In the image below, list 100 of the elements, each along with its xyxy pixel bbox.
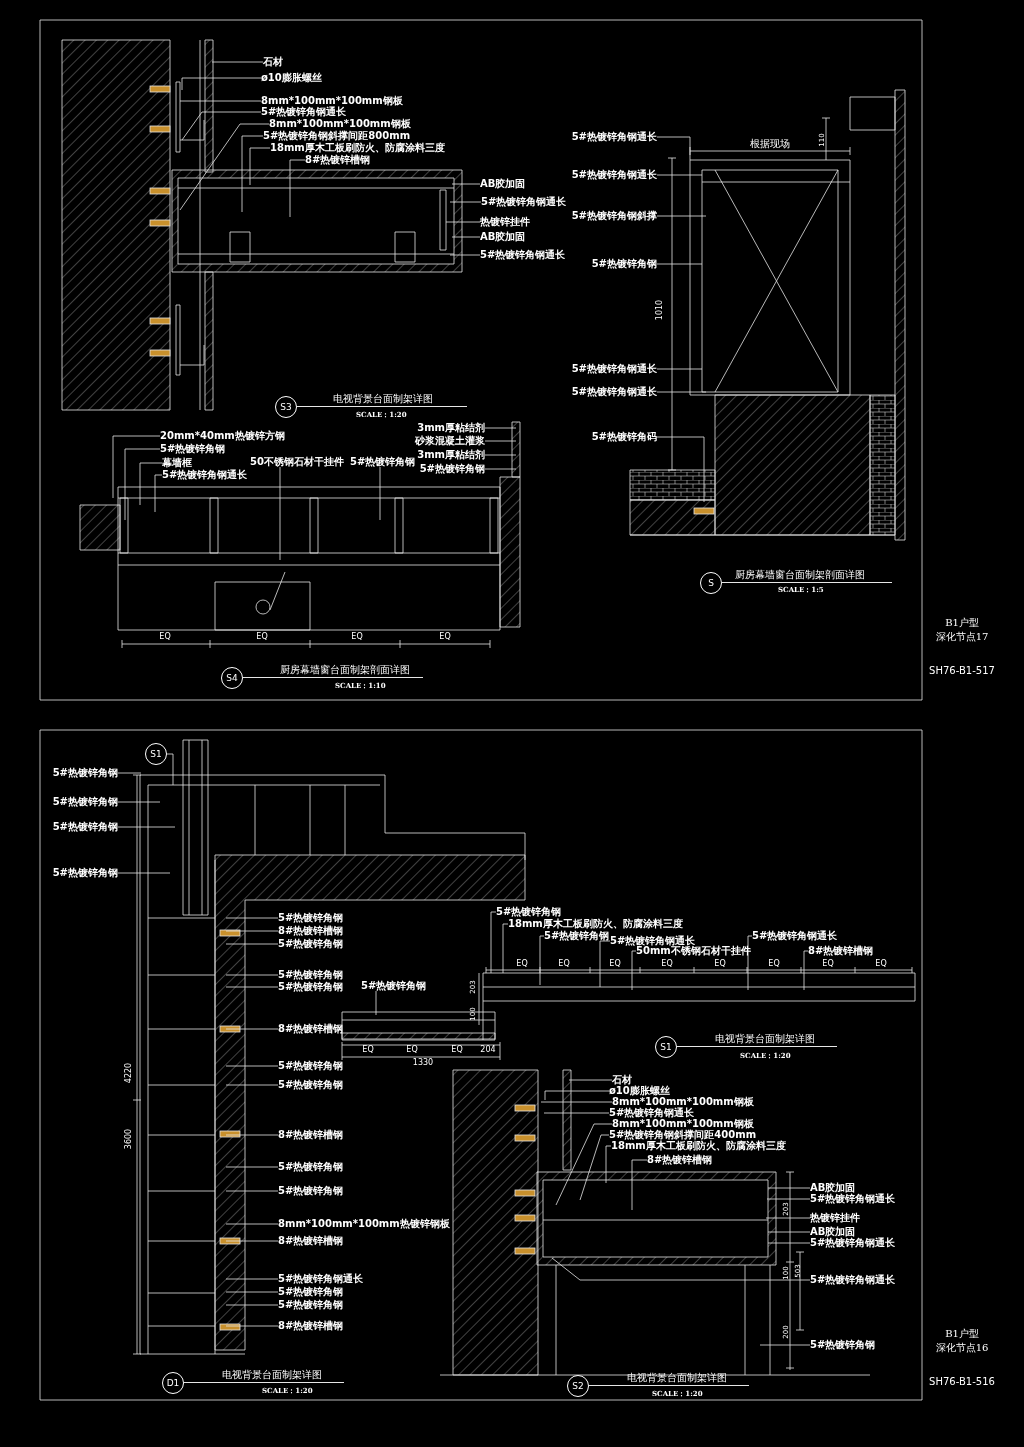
detail-title: 厨房幕墙窗台面制架剖面详图 xyxy=(722,570,892,583)
callout-label: 3mm厚粘结剂 xyxy=(417,423,485,433)
callout-label: 5#热镀锌角钢通长 xyxy=(810,1238,896,1248)
callout-label: 8#热镀锌槽钢 xyxy=(305,155,371,165)
leader-line xyxy=(568,1079,613,1081)
leader-line xyxy=(544,1090,610,1101)
callout-label: 5#热镀锌角钢斜撑 xyxy=(571,211,657,221)
leader-line xyxy=(225,1084,279,1086)
callout-label: 8#热镀锌槽钢 xyxy=(808,946,874,956)
leader-line xyxy=(225,917,279,919)
leader-line xyxy=(656,436,705,503)
callout-label: 8mm*100mm*100mm钢板 xyxy=(612,1119,754,1129)
leader-line xyxy=(225,930,279,932)
leader-line xyxy=(451,236,481,238)
leader-line xyxy=(656,263,703,265)
leader-line xyxy=(225,1166,279,1168)
detail-title: 电视背景台面制架详图 xyxy=(589,1373,749,1386)
callout-label: AB胶加固 xyxy=(810,1227,856,1237)
leader-line xyxy=(112,435,161,499)
callout-label: 5#热镀锌角钢通长 xyxy=(571,170,657,180)
callout-label: 5#热镀锌角钢 xyxy=(350,457,416,467)
leader-line xyxy=(225,1240,279,1242)
leader-line xyxy=(225,974,279,976)
callout-label: 5#热镀锌角钢 xyxy=(278,913,344,923)
callout-label: 石材 xyxy=(263,57,283,67)
dimension-text: EQ xyxy=(439,633,451,641)
leader-line xyxy=(484,454,517,456)
leader-line xyxy=(225,943,279,945)
callout-label: AB胶加固 xyxy=(480,232,526,242)
leader-line xyxy=(445,221,481,223)
callout-label: 50不锈钢石材干挂件 xyxy=(250,457,344,467)
callout-label: AB胶加固 xyxy=(810,1183,856,1193)
callout-label: AB胶加固 xyxy=(480,179,526,189)
leader-line xyxy=(181,77,262,91)
callout-label: 5#热镀锌角钢通长 xyxy=(162,470,248,480)
callout-label: 5#热镀锌角钢 xyxy=(278,1061,344,1071)
callout-label: 5#热镀锌角钢 xyxy=(278,939,344,949)
callout-label: 3mm厚粘结剂 xyxy=(417,450,485,460)
dimension-text: EQ xyxy=(822,960,834,968)
callout-label: ø10膨胀螺丝 xyxy=(261,73,322,83)
callout-label: 5#热镀锌角钢 xyxy=(278,1080,344,1090)
callout-label: 5#热镀锌角钢 xyxy=(591,259,657,269)
callout-label: 5#热镀锌角钢通长 xyxy=(571,387,657,397)
leader-line xyxy=(379,466,381,521)
leader-line xyxy=(117,826,176,828)
dimension-text: EQ xyxy=(406,1046,418,1054)
callout-label: 石材 xyxy=(612,1075,632,1085)
callout-label: 50mm不锈钢石材干挂件 xyxy=(636,946,751,956)
leader-line xyxy=(117,801,161,803)
leader-line xyxy=(225,986,279,988)
detail-title: 电视背景台面制架详图 xyxy=(297,394,467,407)
leader-line xyxy=(289,159,306,218)
callout-label: 热镀锌挂件 xyxy=(480,217,530,227)
callout-label: 5#热镀锌角钢 xyxy=(52,868,118,878)
callout-label: 18mm厚木工板刷防火、防腐涂料三度 xyxy=(611,1141,786,1151)
callout-label: 5#热镀锌角钢通长 xyxy=(752,931,838,941)
leader-line xyxy=(249,147,271,186)
callout-label: 5#热镀锌角钢 xyxy=(544,931,610,941)
callout-label: 5#热镀锌角钢 xyxy=(810,1340,876,1350)
leader-line xyxy=(225,1325,279,1327)
leader-line xyxy=(181,111,262,141)
leader-line xyxy=(765,1217,811,1219)
dimension-text: 3600 xyxy=(125,1128,133,1150)
leader-line xyxy=(179,100,262,102)
callout-label: 5#热镀锌角钢通长 xyxy=(810,1275,896,1285)
dimension-text: 1010 xyxy=(656,299,664,321)
callout-label: ø10膨胀螺丝 xyxy=(609,1086,670,1096)
leader-line xyxy=(543,1112,610,1114)
leader-line xyxy=(225,1028,279,1030)
leader-line xyxy=(117,872,171,874)
dimension-text: EQ xyxy=(558,960,570,968)
leader-line xyxy=(117,772,142,774)
leader-line xyxy=(605,1145,612,1184)
callout-label: 5#热镀锌角钢 xyxy=(278,1186,344,1196)
callout-label: 18mm厚木工板刷防火、防腐涂料三度 xyxy=(508,919,683,929)
leader-line xyxy=(279,466,281,561)
callout-label: 5#热镀锌角钢通长 xyxy=(261,107,347,117)
callout-label: 5#热镀锌角钢 xyxy=(278,1300,344,1310)
dimension-text: EQ xyxy=(351,633,363,641)
leader-line xyxy=(225,1190,279,1192)
leader-line xyxy=(656,215,707,217)
leader-line xyxy=(656,391,707,393)
leader-line xyxy=(490,911,497,974)
leader-line xyxy=(484,427,517,429)
callout-label: 5#热镀锌角钢 xyxy=(278,1162,344,1172)
callout-label: 5#热镀锌角钢通长 xyxy=(481,197,567,207)
callout-label: 幕墙框 xyxy=(162,458,192,468)
leader-line xyxy=(599,940,611,988)
leader-line xyxy=(551,1257,811,1281)
dimension-text: EQ xyxy=(362,1046,374,1054)
dimension-text: EQ xyxy=(159,633,171,641)
sheet-info-text: 深化节点17 xyxy=(935,632,989,642)
dimension-text: EQ xyxy=(768,960,780,968)
leader-line xyxy=(759,1344,811,1346)
leader-line xyxy=(139,462,163,506)
sheet-info-text: B1户型 xyxy=(945,618,979,628)
callout-label: 8#热镀锌槽钢 xyxy=(278,926,344,936)
leader-line xyxy=(225,1065,279,1067)
leader-line xyxy=(451,183,481,185)
callout-label: 5#热镀锌角钢通长 xyxy=(571,364,657,374)
